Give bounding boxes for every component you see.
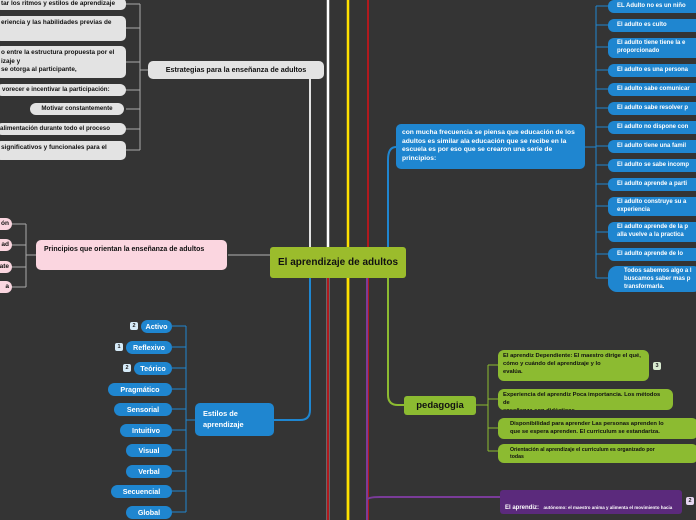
principio-item[interactable]: El adulto construye su a experiencia: [608, 197, 696, 216]
estilo-item-teorico[interactable]: Teórico: [134, 362, 172, 375]
estrategia-item[interactable]: o entre la estructura propuesta por el i…: [0, 46, 126, 78]
estilo-badge: 2: [130, 322, 138, 330]
estilo-item-activo[interactable]: Activo: [141, 320, 172, 333]
estilo-item-secuencial[interactable]: Secuencial: [111, 485, 172, 498]
estilo-badge: 2: [123, 364, 131, 372]
central-topic[interactable]: El aprendizaje de adultos: [270, 247, 406, 278]
estilo-badge: 1: [115, 343, 123, 351]
principio-orienta-item[interactable]: a: [0, 281, 12, 293]
pedagogia-title[interactable]: pedagogia: [404, 396, 476, 415]
andragogia-item[interactable]: El aprendiz: autónomo: el maestro anima …: [500, 490, 682, 514]
pedagogia-badge: 3: [653, 362, 661, 370]
principios-orientan-title[interactable]: Principios que orientan la enseñanza de …: [36, 240, 227, 270]
estrategias-title[interactable]: Estrategias para la enseñanza de adultos: [148, 61, 324, 79]
pedagogia-item[interactable]: El aprendiz Dependiente: El maestro diri…: [498, 350, 649, 381]
principios-title[interactable]: con mucha frecuencia se piensa que educa…: [396, 124, 585, 169]
estrategia-item[interactable]: eriencia y las habilidades previas de: [0, 16, 126, 41]
principio-orienta-item[interactable]: ad: [0, 239, 12, 251]
pedagogia-item[interactable]: Orientación al aprendizaje el curriculum…: [498, 444, 696, 463]
estilo-item-verbal[interactable]: Verbal: [126, 465, 172, 478]
estilo-item-reflexivo[interactable]: Reflexivo: [126, 341, 172, 354]
principio-item[interactable]: El adulto sabe resolver p: [608, 102, 696, 115]
estrategia-item[interactable]: alimentación durante todo el proceso: [0, 123, 126, 135]
estrategia-item[interactable]: significativos y funcionales para el: [0, 141, 126, 160]
principio-item[interactable]: Todos sabemos algo a l buscamos saber ma…: [608, 266, 696, 292]
principio-item[interactable]: El adulto aprende a parti: [608, 178, 696, 191]
principio-item[interactable]: El adulto tiene tiene la e proporcionado: [608, 38, 696, 58]
andragogia-text: autónomo: el maestro anima y alimenta el…: [543, 505, 673, 510]
principio-item[interactable]: El adulto sabe comunicar: [608, 83, 696, 96]
principio-orienta-item[interactable]: ate: [0, 261, 12, 273]
principio-item[interactable]: El adulto se sabe incomp: [608, 159, 696, 172]
estrategia-item[interactable]: Motivar constantemente: [30, 103, 124, 115]
pedagogia-item[interactable]: Experiencia del aprendiz Poca importanci…: [498, 389, 673, 410]
estilo-item-sensorial[interactable]: Sensorial: [114, 403, 172, 416]
estilo-item-intuitivo[interactable]: Intuitivo: [120, 424, 172, 437]
andragogia-badge: 2: [686, 497, 694, 505]
principio-item[interactable]: El adulto tiene una famil: [608, 140, 696, 153]
pedagogia-item[interactable]: Disponibilidad para aprender Las persona…: [498, 418, 696, 439]
estilo-item-pragmatico[interactable]: Pragmático: [108, 383, 172, 396]
estilos-title[interactable]: Estilos de aprendizaje: [195, 403, 274, 436]
estilo-item-visual[interactable]: Visual: [126, 444, 172, 457]
andragogia-label: El aprendiz:: [505, 505, 540, 511]
principio-item[interactable]: El adulto no dispone con: [608, 121, 696, 134]
estrategia-item[interactable]: vorecer e incentivar la participación:: [0, 84, 126, 96]
estrategia-item[interactable]: tar los ritmos y estilos de aprendizaje: [0, 0, 126, 10]
principio-item[interactable]: El adulto es culto: [608, 19, 696, 32]
principio-item[interactable]: El adulto aprende de la p alla vuelve a …: [608, 222, 696, 242]
principio-item[interactable]: El adulto es una persona: [608, 64, 696, 77]
estilo-item-global[interactable]: Global: [126, 506, 172, 519]
principio-item[interactable]: EL Adulto no es un niño: [608, 0, 696, 13]
principio-item[interactable]: El adulto aprende de lo: [608, 248, 696, 261]
principio-orienta-item[interactable]: ón: [0, 218, 12, 230]
